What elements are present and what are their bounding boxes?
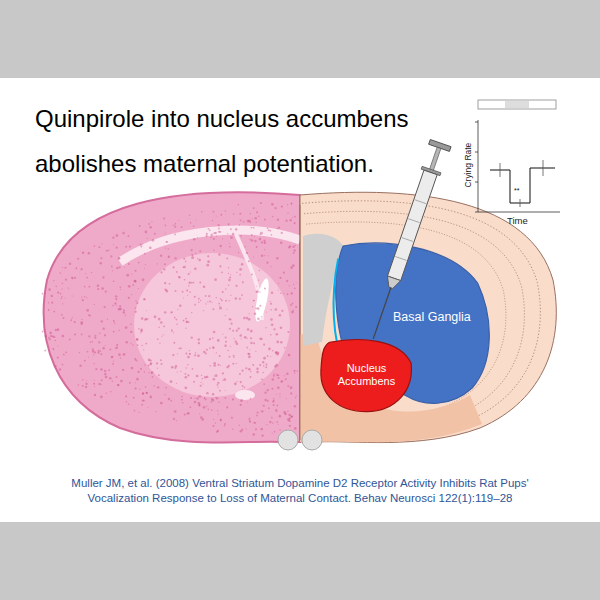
region-shape <box>321 340 412 412</box>
region-label: Basal Ganglia <box>393 310 494 325</box>
brain-region: Nucleus Accumbens <box>318 336 415 414</box>
chart-label: ** <box>514 187 519 195</box>
syringe-icon <box>363 140 451 343</box>
citation-caption: Muller JM, et al. (2008) Ventral Striatu… <box>62 476 538 506</box>
chart-label: Time <box>507 215 528 226</box>
atlas-plate <box>300 192 556 450</box>
chart-label: Crying Rate <box>463 142 473 188</box>
inset-chart <box>475 100 560 212</box>
slide-ground <box>0 78 600 522</box>
slide-title: Quinpirole into nucleus accumbens abolis… <box>35 96 440 186</box>
region-label: Nucleus Accumbens <box>332 362 402 388</box>
nissl-section <box>42 192 300 450</box>
